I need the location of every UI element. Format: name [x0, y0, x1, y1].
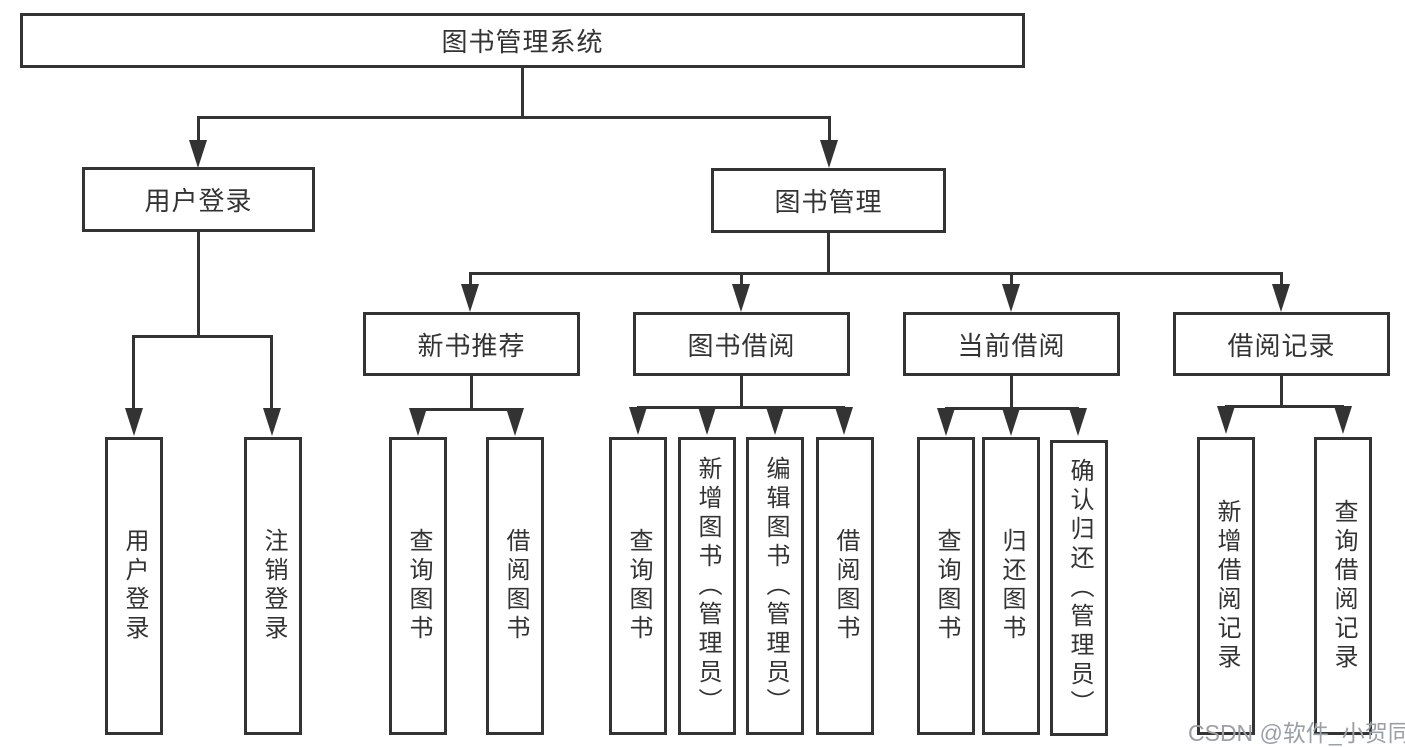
- arrow-down-icon: [1217, 406, 1235, 434]
- leaf-nbr-borrow-books: 借阅图书: [486, 437, 544, 735]
- arrow-down-icon: [937, 408, 955, 436]
- arrow-down-icon: [506, 408, 524, 436]
- arrow-down-icon: [1002, 408, 1020, 436]
- node-user-login: 用户登录: [82, 167, 315, 232]
- connector-line: [417, 408, 516, 411]
- connector-line: [1280, 376, 1283, 405]
- arrow-down-icon: [820, 140, 838, 168]
- leaf-nbr-query-books: 查询图书: [389, 437, 447, 735]
- connector-line: [740, 272, 743, 288]
- arrow-down-icon: [409, 408, 427, 436]
- connector-line: [1225, 405, 1344, 408]
- arrow-down-icon: [766, 407, 784, 435]
- connector-line: [197, 116, 831, 119]
- arrow-down-icon: [732, 284, 750, 312]
- connector-line: [521, 68, 524, 117]
- connector-line: [637, 406, 845, 409]
- connector-line: [470, 272, 1282, 275]
- leaf-cb-confirm-return-admin: 确认归还（管理员）: [1050, 440, 1108, 736]
- arrow-down-icon: [461, 284, 479, 312]
- leaf-cb-query-books: 查询图书: [917, 437, 975, 735]
- arrow-down-icon: [1334, 406, 1352, 434]
- connector-line: [827, 233, 830, 272]
- leaf-cb-return-books: 归还图书: [982, 437, 1040, 735]
- connector-line: [197, 116, 200, 146]
- leaf-user-login: 用户登录: [105, 437, 163, 735]
- arrow-down-icon: [835, 407, 853, 435]
- arrow-down-icon: [629, 407, 647, 435]
- arrow-down-icon: [1272, 284, 1290, 312]
- connector-line: [1010, 272, 1013, 288]
- arrow-down-icon: [189, 140, 207, 168]
- node-new-book-recommend: 新书推荐: [363, 312, 580, 376]
- connector-line: [133, 335, 273, 338]
- leaf-logout-login: 注销登录: [244, 437, 302, 735]
- watermark: CSDN @软件_小贺同学: [1188, 720, 1405, 746]
- leaf-br-query-record: 查询借阅记录: [1314, 437, 1372, 735]
- arrow-down-icon: [263, 408, 281, 436]
- connector-line: [270, 335, 273, 412]
- arrow-down-icon: [125, 408, 143, 436]
- leaf-br-add-record: 新增借阅记录: [1197, 437, 1255, 735]
- connector-line: [1280, 272, 1283, 288]
- connector-line: [1010, 376, 1013, 407]
- node-current-borrowing: 当前借阅: [903, 312, 1120, 376]
- node-book-management: 图书管理: [711, 168, 946, 233]
- node-book-management-system: 图书管理系统: [20, 13, 1025, 68]
- connector-line: [132, 335, 135, 412]
- leaf-bb-add-books-admin: 新增图书（管理员）: [678, 437, 736, 735]
- node-borrowing-records: 借阅记录: [1173, 312, 1390, 376]
- node-book-borrowing: 图书借阅: [633, 312, 850, 376]
- connector-line: [828, 116, 831, 146]
- arrow-down-icon: [698, 407, 716, 435]
- arrow-down-icon: [1002, 284, 1020, 312]
- leaf-bb-query-books: 查询图书: [609, 437, 667, 735]
- connector-line: [740, 376, 743, 406]
- connector-line: [470, 376, 473, 408]
- arrow-down-icon: [1069, 408, 1087, 436]
- leaf-bb-edit-books-admin: 编辑图书（管理员）: [746, 437, 804, 735]
- leaf-bb-borrow-books: 借阅图书: [816, 437, 874, 735]
- connector-line: [469, 272, 472, 288]
- connector-line: [197, 232, 200, 335]
